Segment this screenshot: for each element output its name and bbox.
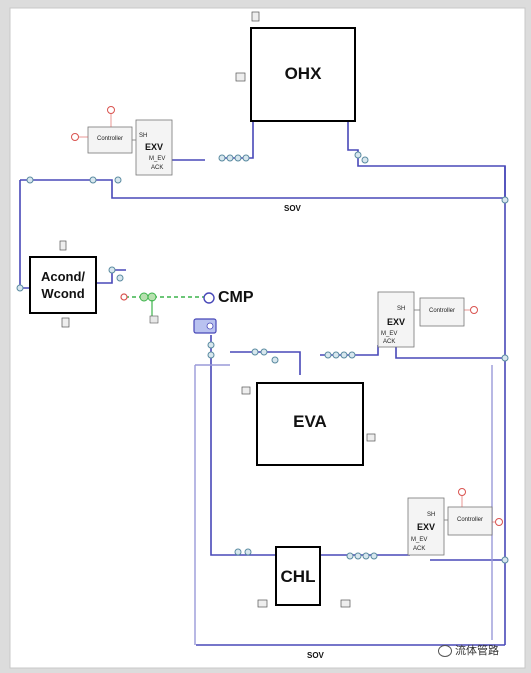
valve-cmp-2: [207, 351, 215, 359]
exv-bot-label: EXV: [416, 522, 435, 532]
sensor-links: [79, 114, 495, 523]
sov-bottom-label: SOV: [307, 651, 324, 660]
valve-eva-3: [271, 356, 279, 364]
sensor-mid-1: [470, 306, 478, 314]
eva-right-icon: [366, 433, 376, 442]
compressor-inlet-port: [120, 293, 128, 301]
valve-ohx-2: [226, 154, 234, 162]
sensors: [71, 106, 503, 526]
valve-eva-2: [260, 348, 268, 356]
valve-left-top: [26, 176, 34, 184]
watermark: 流体管路: [438, 642, 499, 658]
exv-block-bottom: [407, 497, 493, 556]
eva-box: [256, 382, 364, 466]
valve-ohx-1: [218, 154, 226, 162]
pipe-cmp-down: [210, 335, 276, 556]
valve-chl-r1: [346, 552, 354, 560]
exv-mid-label: EXV: [386, 317, 405, 327]
sensor-top-1: [107, 106, 115, 114]
wechat-icon: [438, 645, 452, 658]
exv-bot-port-in: SH: [427, 512, 436, 518]
pipe-top-run: [20, 179, 505, 199]
exv-bot-valve-box: [407, 497, 445, 556]
compressor-body-dot: [206, 322, 214, 330]
valve-left-mid: [16, 284, 24, 292]
valve-chl-l2: [244, 548, 252, 556]
valve-acond-2: [116, 274, 124, 282]
exv-mid-valve-box: [377, 291, 415, 348]
valve-ohx-r2: [361, 156, 369, 164]
acond-bottom-icon: [61, 317, 70, 328]
sov-top-label: SOV: [284, 204, 301, 213]
valve-ohx-3: [234, 154, 242, 162]
sensor-top-2: [71, 133, 79, 141]
exv-top-controller-label: Controller: [96, 136, 123, 142]
compressor-line: [120, 292, 217, 334]
chl-label: CHL: [280, 567, 316, 586]
exv-bot-controller-label: Controller: [456, 517, 483, 523]
chl-left-icon: [257, 599, 268, 608]
valve-eva-r2: [332, 351, 340, 359]
valves: [16, 151, 509, 564]
exv-top-port-in: SH: [139, 133, 148, 139]
valve-right-3: [501, 556, 509, 564]
valve-eva-r4: [348, 351, 356, 359]
exv-top-port-out2: ACK: [151, 165, 164, 171]
valve-chl-l1: [234, 548, 242, 556]
acond-top-icon: [59, 240, 67, 251]
pipe-network-light: [194, 364, 493, 645]
exv-top-port-out1: M_EV: [149, 156, 166, 162]
exv-bot-controller-box: [447, 506, 493, 536]
exv-block-top: [87, 119, 173, 176]
valve-right-2: [501, 354, 509, 362]
valve-chl-r4: [370, 552, 378, 560]
ohx-label: OHX: [284, 64, 322, 83]
exv-top-label: EXV: [144, 142, 163, 152]
sensor-bot-2: [495, 518, 503, 526]
component-icons: [59, 11, 376, 608]
exv-mid-port-in: SH: [397, 306, 406, 312]
chl-right-icon: [340, 599, 351, 608]
compressor-node-1: [139, 292, 149, 302]
acond-label-line2: Wcond: [41, 286, 85, 301]
compressor-body: [193, 318, 217, 334]
exv-top-valve-box: [135, 119, 173, 176]
valve-cmp-1: [207, 341, 215, 349]
valve-chl-r3: [362, 552, 370, 560]
valve-eva-r3: [340, 351, 348, 359]
cmp-label: CMP: [218, 289, 254, 306]
valve-eva-1: [251, 348, 259, 356]
valve-run-1: [89, 176, 97, 184]
exv-bot-port-out1: M_EV: [411, 537, 428, 543]
valve-run-2: [114, 176, 122, 184]
acond-box: [29, 256, 97, 314]
ohx-side-icon: [235, 72, 246, 82]
valve-acond-1: [108, 266, 116, 274]
exv-mid-controller-box: [419, 297, 465, 327]
valve-eva-r1: [324, 351, 332, 359]
valve-ohx-r1: [354, 151, 362, 159]
ohx-top-icon: [251, 11, 260, 22]
chl-box: [275, 546, 321, 606]
acond-label-line1: Acond/: [40, 269, 86, 284]
compressor-node-2: [147, 292, 157, 302]
pipe-acond-out: [96, 269, 126, 284]
ohx-box: [250, 27, 356, 122]
exv-block-middle: [377, 291, 465, 348]
compressor-head: [203, 292, 215, 304]
pipe-mid-exv: [395, 345, 505, 359]
exv-mid-port-out1: M_EV: [381, 331, 398, 337]
exv-mid-controller-label: Controller: [428, 308, 455, 314]
sensor-bot-1: [458, 488, 466, 496]
valve-ohx-4: [242, 154, 250, 162]
valve-chl-r2: [354, 552, 362, 560]
eva-side-icon: [241, 386, 251, 395]
valve-right-1: [501, 196, 509, 204]
watermark-text: 流体管路: [455, 645, 499, 657]
exv-mid-port-out2: ACK: [383, 339, 396, 345]
eva-label: EVA: [293, 412, 327, 431]
compressor-sub-block: [149, 315, 159, 324]
exv-bot-port-out2: ACK: [413, 546, 426, 552]
